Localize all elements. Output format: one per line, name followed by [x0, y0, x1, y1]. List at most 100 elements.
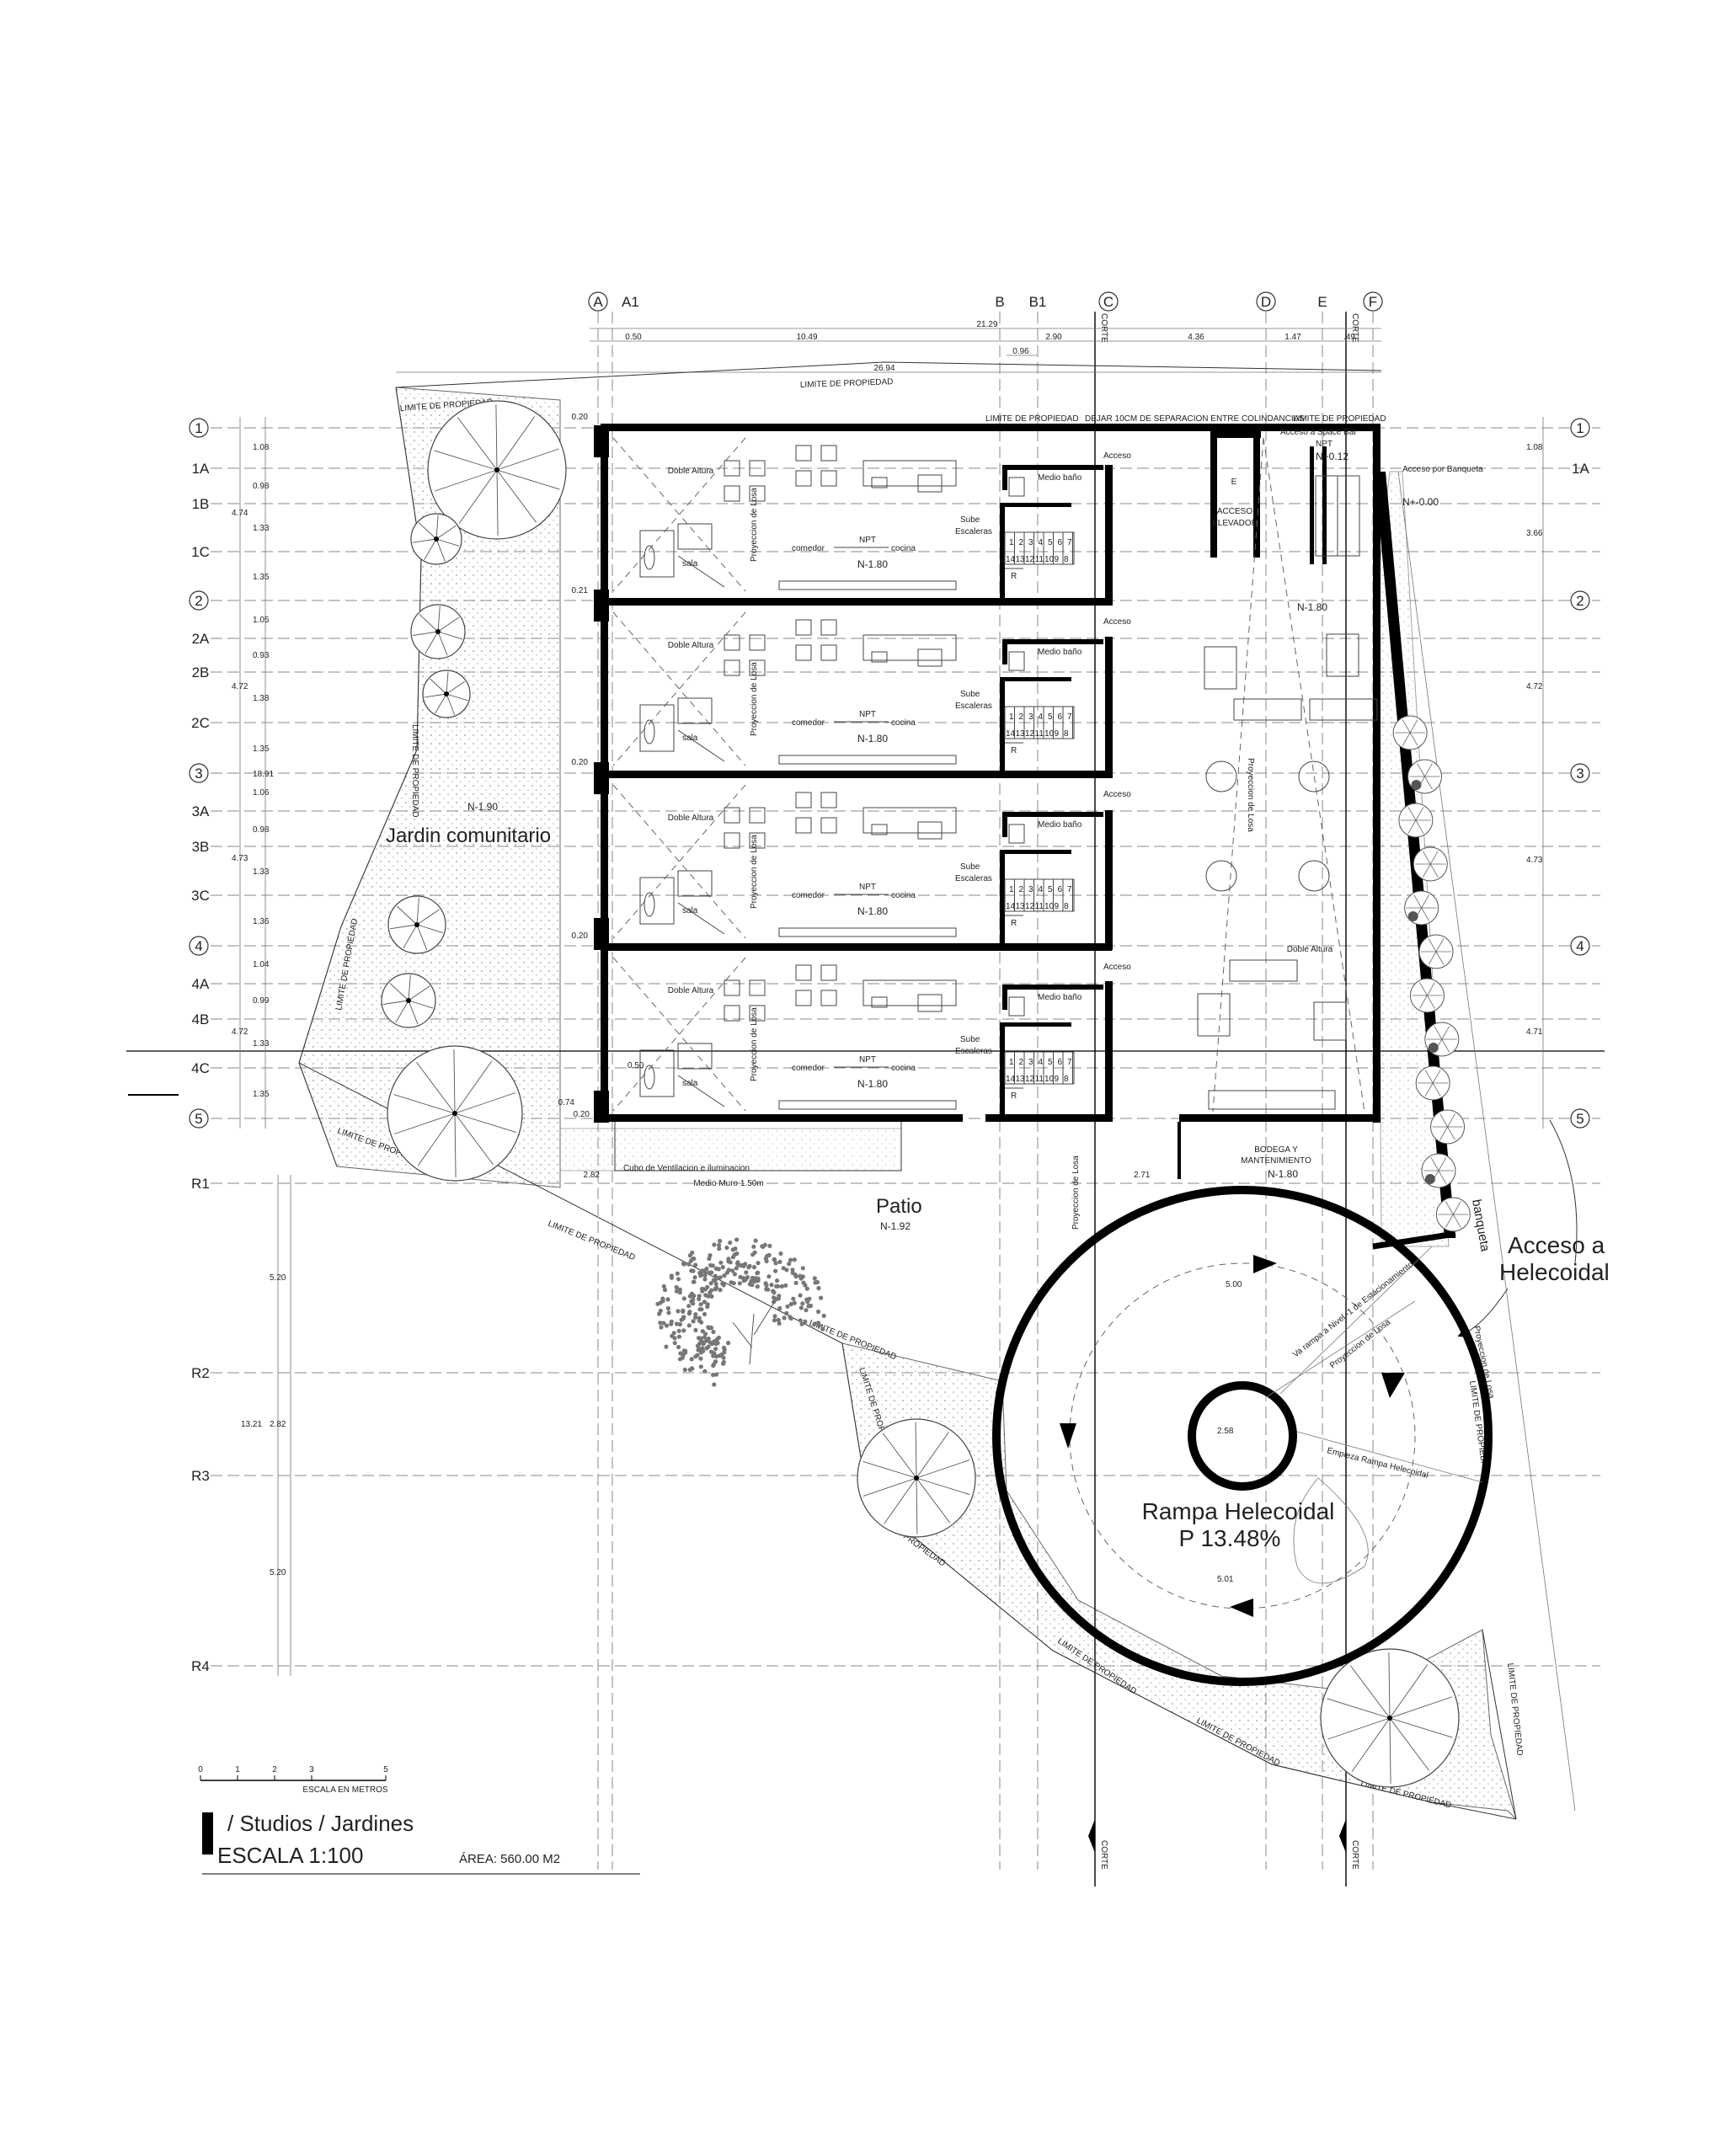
svg-text:3: 3: [1028, 1058, 1033, 1067]
row-1A: 1A: [192, 461, 210, 477]
svg-text:11: 11: [1035, 1075, 1044, 1084]
doble-altura-label: Doble Altura: [668, 467, 714, 476]
svg-text:2.82: 2.82: [584, 1171, 601, 1180]
proyeccion-losa-label: Proyeccion de Losa: [750, 662, 759, 736]
row-R1: R1: [191, 1176, 210, 1192]
proyeccion-losa-center: Proyeccion de Losa: [1246, 758, 1255, 832]
doble-altura-label: Doble Altura: [668, 814, 714, 823]
grid-label-B1: B1: [1029, 294, 1047, 310]
tree-1: [427, 400, 567, 540]
svg-text:LIMITE DE PROPIEDAD: LIMITE DE PROPIEDAD: [985, 414, 1079, 424]
svg-text:9: 9: [1055, 555, 1060, 564]
grid-label-B: B: [995, 294, 1004, 310]
shrub-8: [1424, 1022, 1460, 1057]
cubo-ventilacion: Cubo de Ventilacion e iluminacion: [623, 1164, 750, 1173]
sube-label-2: Escaleras: [955, 1047, 992, 1056]
svg-text:5: 5: [1048, 538, 1053, 547]
lounge-furniture: [1197, 633, 1378, 1110]
svg-text:11: 11: [1035, 555, 1044, 564]
shrub-7: [1409, 978, 1445, 1013]
row-1B: 1B: [192, 496, 210, 512]
svg-text:2: 2: [1019, 538, 1024, 547]
title-block: / Studios / Jardines ESCALA 1:100 ÁREA: …: [202, 1811, 640, 1875]
npt-label: NPT: [859, 710, 876, 719]
grid-bubble-5: 5: [189, 1108, 209, 1129]
sube-label-2: Escaleras: [955, 702, 992, 711]
sala-label: sala: [682, 906, 698, 915]
svg-text:10: 10: [1044, 902, 1055, 911]
svg-text:LIMITE DE PROPIEDAD: LIMITE DE PROPIEDAD: [1505, 1662, 1524, 1756]
svg-text:1.33: 1.33: [253, 867, 270, 877]
helical-ramp: 5.00 2.58 5.01 Va rampa a Nivel -1 de Es…: [992, 1186, 1496, 1686]
svg-text:0.99: 0.99: [253, 996, 270, 1006]
row-R3: R3: [191, 1468, 210, 1484]
npt-label: NPT: [859, 536, 876, 545]
dim-top-partial: 21.29: [976, 320, 997, 329]
svg-text:0.20: 0.20: [572, 758, 589, 767]
section-marker-right: [1339, 1819, 1346, 1853]
dim-top-overall: 26.94: [873, 364, 895, 373]
svg-text:1.05: 1.05: [253, 616, 270, 625]
grid-bubble-F: F: [1363, 291, 1383, 312]
row-2B: 2B: [192, 664, 210, 680]
medio-bano-label: Medio baño: [1038, 820, 1082, 830]
row-2A: 2A: [192, 631, 210, 647]
shrub-1: [1392, 715, 1428, 750]
medio-bano-label: Medio baño: [1038, 993, 1082, 1002]
comedor-label: comedor: [792, 544, 825, 553]
proyeccion-losa-vertical: Proyeccion de Losa: [1071, 1155, 1081, 1230]
svg-text:1.35: 1.35: [253, 573, 270, 582]
svg-text:0.93: 0.93: [253, 651, 270, 660]
shrub-5: [1404, 890, 1439, 926]
row-3A: 3A: [192, 803, 210, 819]
svg-text:13: 13: [1016, 902, 1026, 911]
svg-text:2: 2: [195, 593, 202, 609]
sube-label-1: Sube: [960, 1035, 980, 1044]
shrub-3: [1398, 803, 1434, 838]
svg-text:LIMITE DE PROPIEDAD: LIMITE DE PROPIEDAD: [547, 1219, 637, 1263]
svg-text:2: 2: [1019, 1058, 1024, 1067]
svg-text:LIMITE DE PROPIEDAD: LIMITE DE PROPIEDAD: [1293, 414, 1386, 424]
svg-text:12: 12: [1025, 1075, 1035, 1084]
svg-text:9: 9: [1055, 729, 1060, 739]
acceso-label: Acceso: [1103, 963, 1131, 972]
acceso-helecoidal-1: Acceso a: [1508, 1232, 1605, 1258]
svg-text:13.21: 13.21: [241, 1420, 262, 1429]
svg-text:3.66: 3.66: [1526, 529, 1543, 538]
svg-text:4.71: 4.71: [1526, 1027, 1543, 1037]
svg-text:1.06: 1.06: [253, 788, 270, 798]
svg-text:13: 13: [1016, 729, 1026, 739]
r-label: R: [1011, 1091, 1017, 1101]
trees-group: [381, 400, 1460, 1788]
svg-text:2.71: 2.71: [1134, 1171, 1151, 1180]
svg-text:0.20: 0.20: [572, 413, 589, 422]
svg-text:LIMITE DE PROPIEDAD: LIMITE DE PROPIEDAD: [410, 724, 419, 818]
column-bubbles: A A1 B B1 C D E F: [588, 291, 1383, 312]
jardin-comunitario: Jardin comunitario: [386, 825, 551, 847]
rampa-pct: P 13.48%: [1179, 1525, 1281, 1551]
wall-offsets: 0.20 0.21 0.20 0.20 0.50 0.74 0.20 2.82 …: [558, 413, 1151, 1180]
svg-text:14: 14: [1006, 729, 1016, 739]
row-4C: 4C: [191, 1060, 210, 1076]
common-level: N-1.80: [1297, 601, 1327, 613]
svg-text:DEJAR 10CM DE SEPARACION ENTRE: DEJAR 10CM DE SEPARACION ENTRE COLINDANC…: [1085, 414, 1305, 424]
svg-text:1.35: 1.35: [253, 744, 270, 754]
acceso-label: Acceso: [1103, 790, 1131, 799]
svg-text:C: C: [1103, 294, 1114, 310]
svg-text:5: 5: [1048, 712, 1053, 722]
svg-text:13: 13: [1016, 1075, 1026, 1084]
drawing-scale: ESCALA 1:100: [217, 1843, 363, 1868]
row-3C: 3C: [191, 888, 210, 904]
svg-text:1: 1: [1009, 538, 1014, 547]
grid-label-A1: A1: [622, 294, 639, 310]
jardin-level: N-1.90: [467, 801, 498, 813]
svg-text:2: 2: [1019, 712, 1024, 722]
svg-text:14: 14: [1006, 555, 1016, 564]
cocina-label: cocina: [891, 718, 916, 728]
svg-text:4: 4: [1039, 538, 1044, 547]
